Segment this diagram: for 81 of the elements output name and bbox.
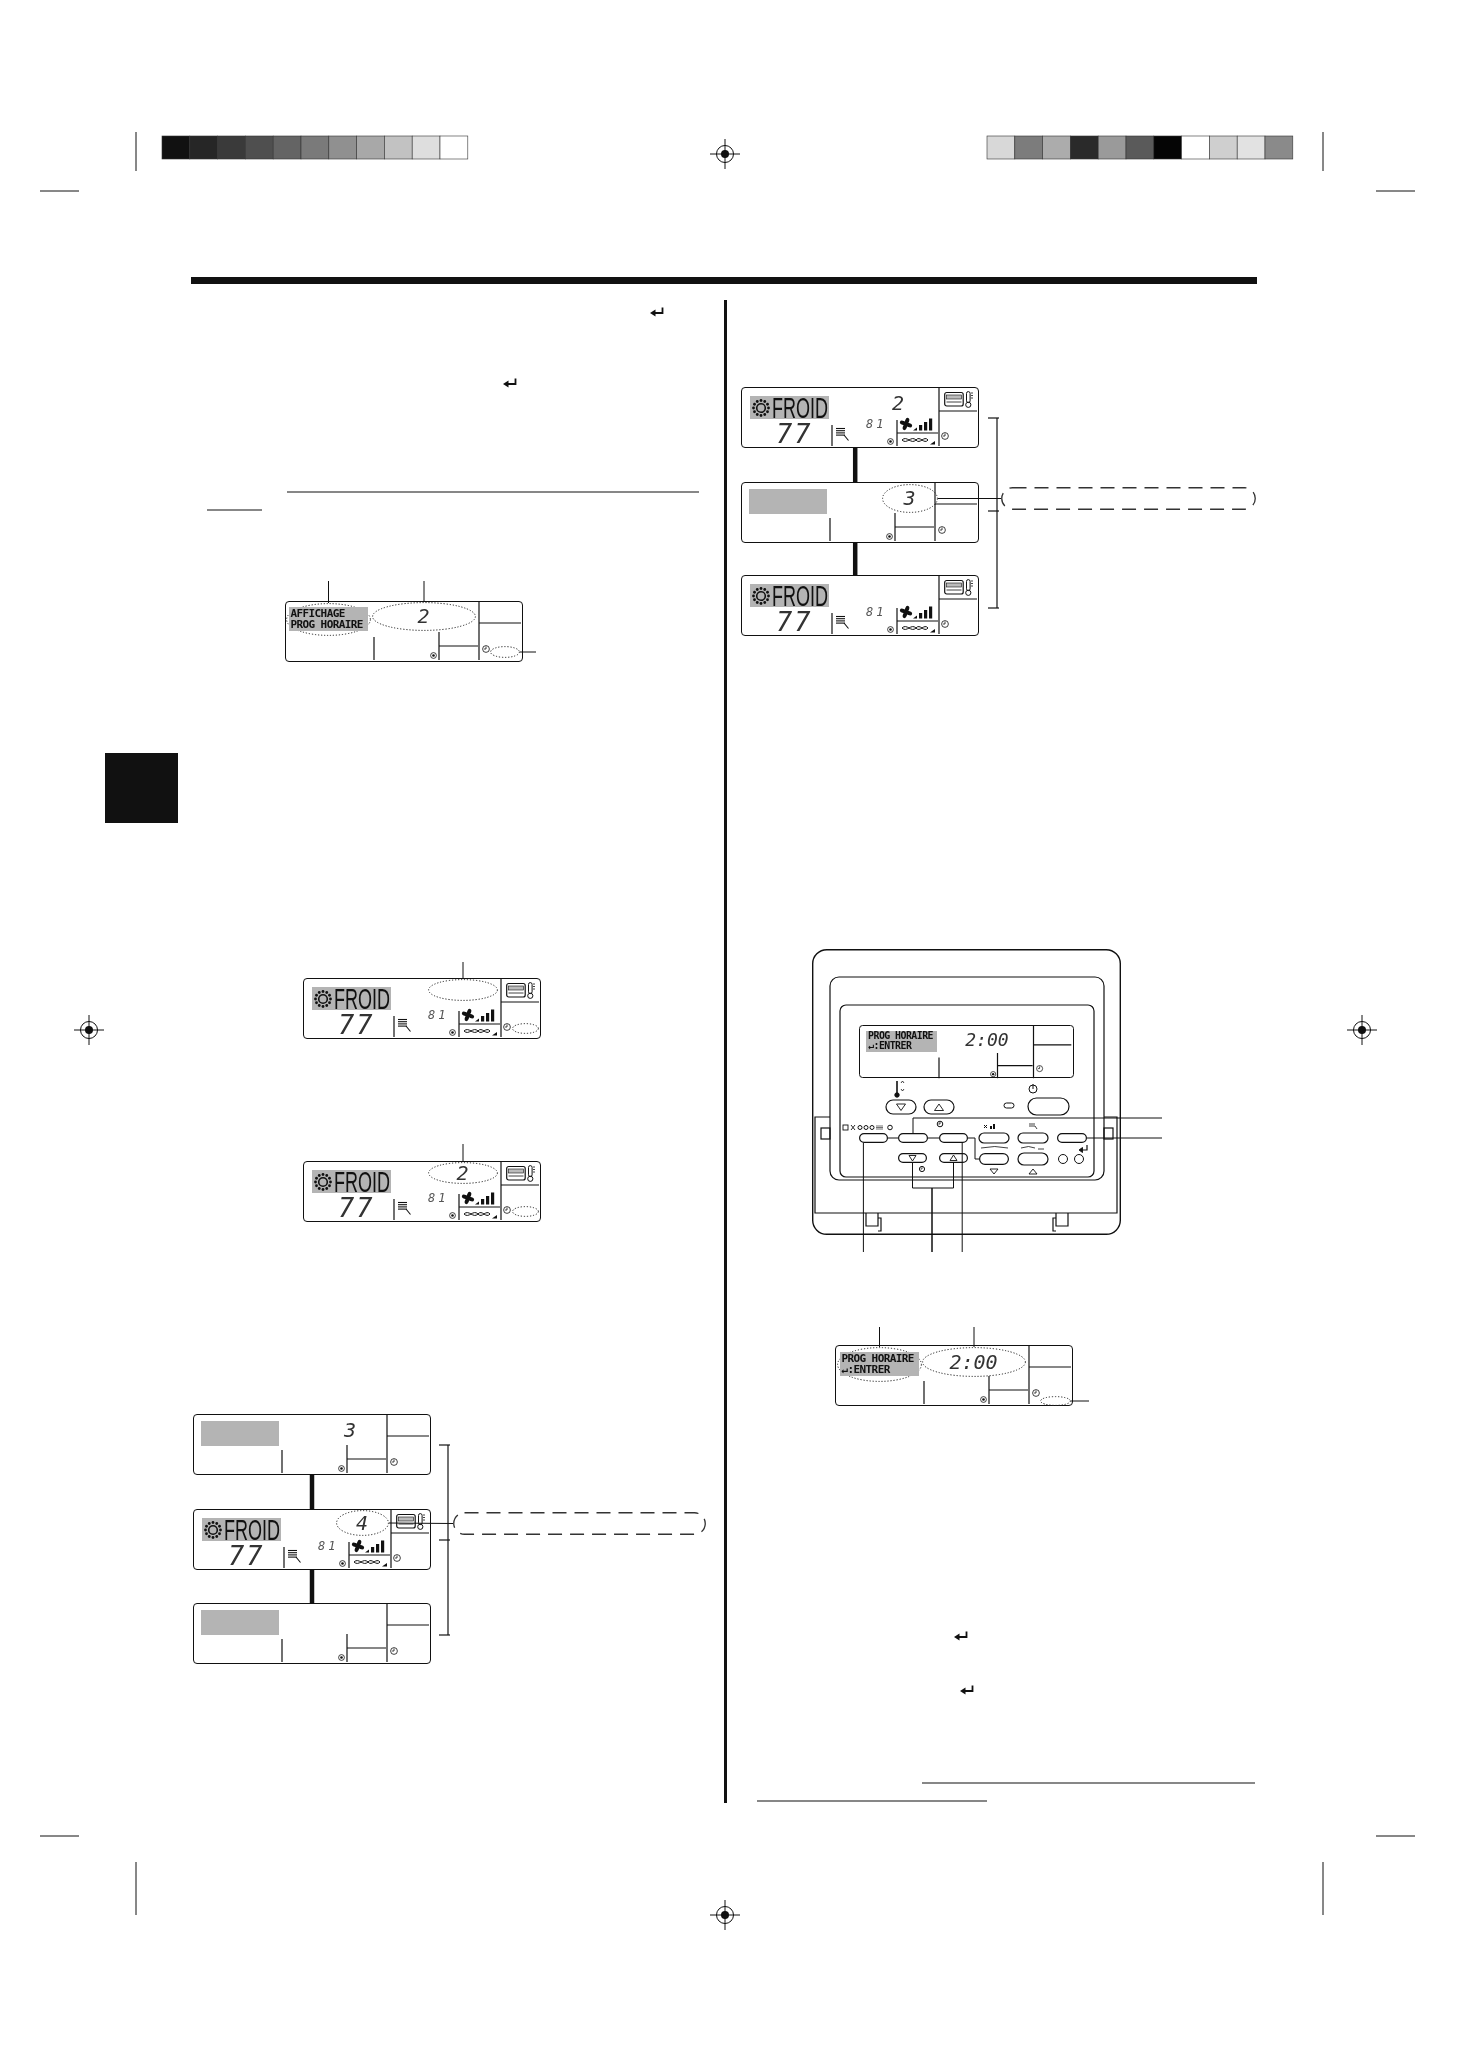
connector-line bbox=[967, 1137, 980, 1160]
leader-line bbox=[462, 1143, 464, 1163]
connector-line bbox=[309, 1570, 315, 1603]
lcd-digits: 2 bbox=[892, 393, 904, 413]
lcd-small-digits: 81 bbox=[428, 1009, 449, 1022]
dashed-callout-box bbox=[1001, 487, 1256, 510]
connector-line bbox=[852, 543, 858, 575]
lcd-screen bbox=[741, 575, 979, 636]
leader-line bbox=[961, 1142, 963, 1253]
lcd-screen bbox=[741, 387, 979, 448]
highlight-ellipse bbox=[881, 483, 938, 513]
lcd-small-digits: 81 bbox=[318, 1540, 339, 1553]
highlight-ellipse bbox=[921, 1346, 1026, 1377]
enter-button bbox=[1057, 1133, 1087, 1143]
lcd-screen bbox=[859, 1025, 1074, 1078]
leader-line bbox=[931, 1162, 954, 1253]
connector-line bbox=[852, 448, 858, 482]
lcd-text: AFFICHAGE PROG HORAIRE bbox=[288, 607, 368, 631]
highlight-ellipse bbox=[371, 601, 476, 631]
lcd-small-digits: 81 bbox=[428, 1192, 449, 1205]
lcd-text: PROG HORAIRE ↵:ENTRER bbox=[866, 1030, 938, 1053]
highlight-ellipse bbox=[836, 1346, 922, 1382]
lcd-small-digits: 81 bbox=[866, 606, 887, 619]
lcd-digits: 4 bbox=[355, 1512, 368, 1533]
lcd-screen bbox=[285, 601, 523, 662]
lcd-screen bbox=[303, 1161, 541, 1222]
leader-line bbox=[519, 651, 537, 653]
highlight-ellipse bbox=[335, 1509, 389, 1536]
leader-line bbox=[973, 1326, 975, 1348]
lcd-mode-text: FROID bbox=[334, 987, 390, 1010]
connector-line bbox=[937, 498, 1002, 499]
lcd-digits: 2 bbox=[456, 1162, 469, 1183]
leader-line bbox=[912, 1117, 1163, 1134]
connector-line bbox=[388, 1522, 454, 1524]
leader-line bbox=[1086, 1137, 1163, 1139]
remote-button bbox=[979, 1153, 1009, 1165]
lcd-digits: 77 bbox=[776, 422, 813, 446]
remote-button bbox=[898, 1133, 928, 1143]
lcd-digits: 2:00 bbox=[949, 1351, 998, 1372]
lcd-mode-text: FROID bbox=[334, 1170, 390, 1193]
remote-button bbox=[939, 1153, 968, 1163]
lcd-digits: 77 bbox=[776, 610, 813, 634]
remote-button bbox=[859, 1133, 888, 1143]
lcd-screen bbox=[193, 1509, 431, 1570]
lcd-digits: 3 bbox=[903, 488, 916, 508]
connector-line bbox=[887, 1137, 899, 1139]
leader-line bbox=[328, 580, 329, 604]
lcd-digits: 3 bbox=[344, 1420, 356, 1440]
dashed-callout-box bbox=[453, 1512, 706, 1535]
section-tab bbox=[105, 753, 178, 823]
lcd-mode-text: FROID bbox=[224, 1518, 280, 1541]
remote-button bbox=[898, 1153, 927, 1163]
lcd-digits: 77 bbox=[338, 1196, 375, 1220]
leader-line bbox=[423, 580, 425, 603]
lcd-screen bbox=[741, 482, 979, 543]
highlight-ellipse bbox=[1039, 1395, 1071, 1406]
highlight-ellipse bbox=[511, 1205, 539, 1217]
highlight-ellipse bbox=[489, 645, 520, 658]
leader-line bbox=[462, 961, 464, 980]
lcd-screen bbox=[193, 1414, 431, 1475]
lcd-text: PROG HORAIRE ↵:ENTRER bbox=[839, 1352, 919, 1376]
lcd-digits: 77 bbox=[228, 1544, 265, 1568]
lcd-digits: 2 bbox=[417, 606, 430, 626]
highlight-ellipse bbox=[427, 1161, 498, 1184]
lcd-digits: 77 bbox=[338, 1013, 375, 1037]
lcd-screen bbox=[303, 978, 541, 1039]
leader-line bbox=[1070, 1400, 1090, 1402]
leader-line bbox=[879, 1326, 880, 1348]
lcd-digits: 2:00 bbox=[965, 1030, 1009, 1049]
lcd-small-digits: 81 bbox=[866, 418, 887, 431]
leader-line bbox=[862, 1142, 864, 1253]
highlight-ellipse bbox=[511, 1022, 539, 1034]
lcd-mode-text: FROID bbox=[772, 396, 828, 419]
connector-line bbox=[309, 1475, 315, 1509]
remote-controller-drawing bbox=[812, 949, 1121, 1235]
lcd-mode-text: FROID bbox=[772, 584, 828, 607]
lcd-screen bbox=[835, 1345, 1073, 1406]
connector-line bbox=[927, 1137, 940, 1139]
lcd-screen bbox=[193, 1603, 431, 1664]
highlight-ellipse bbox=[427, 978, 498, 1001]
remote-button bbox=[939, 1133, 968, 1143]
